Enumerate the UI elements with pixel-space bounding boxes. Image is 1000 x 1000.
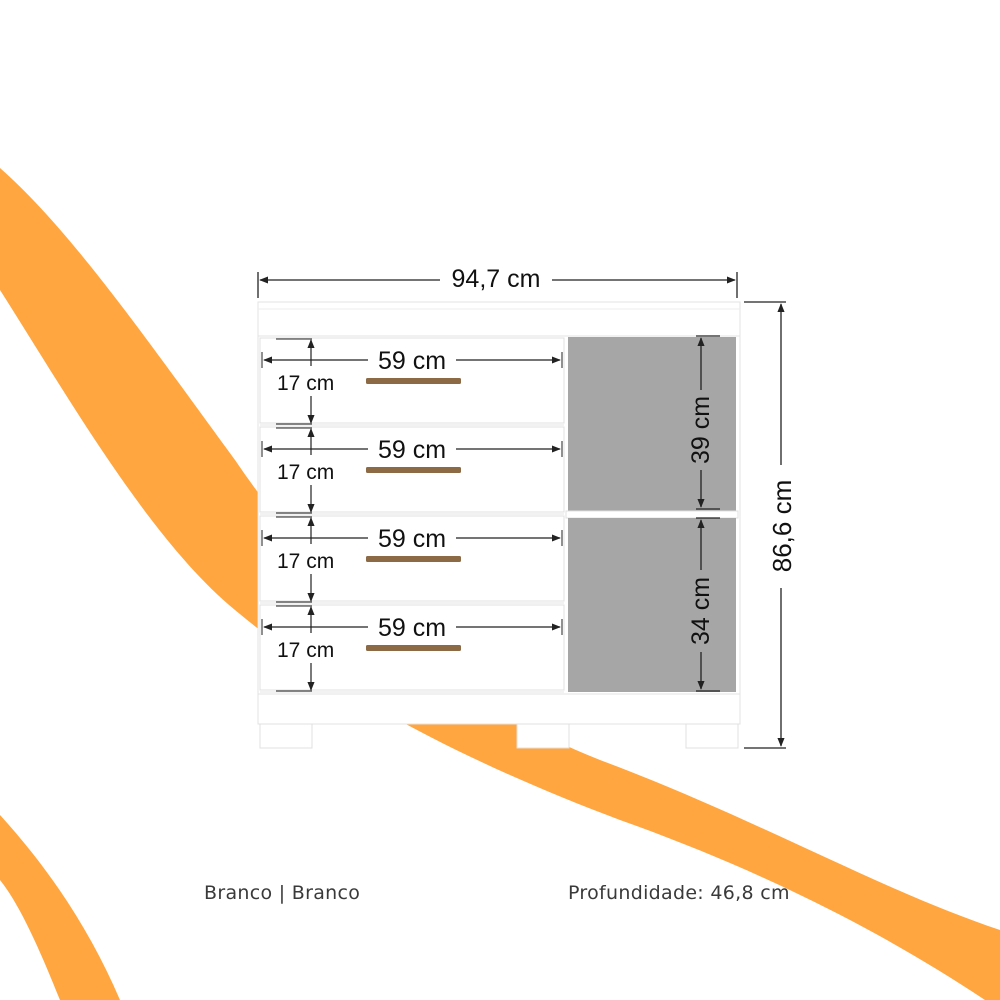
width-label: 94,7 cm [452, 265, 541, 293]
drawer-width-label: 59 cm [378, 614, 446, 642]
background-swoosh [0, 168, 1000, 1000]
drawer-stack: 59 cm 17 cm 59 cm 17 cm 59 cm 17 cm 59 cm 17 cm [259, 337, 565, 693]
cabinet-base [257, 693, 741, 725]
foot-left [259, 723, 313, 749]
drawer: 59 cm 17 cm [259, 515, 565, 604]
drawer-handle[interactable] [366, 645, 461, 651]
drawer-height-label: 17 cm [277, 372, 334, 395]
drawer-handle[interactable] [366, 467, 461, 473]
drawer-height-label: 17 cm [277, 639, 334, 662]
niche-lower [568, 518, 736, 692]
color-caption: Branco | Branco [204, 882, 361, 904]
drawer-handle[interactable] [366, 378, 461, 384]
height-label: 86,6 cm [767, 480, 797, 573]
foot-center [516, 723, 570, 749]
depth-caption: Profundidade: 46,8 cm [568, 882, 790, 904]
drawer-width-label: 59 cm [378, 525, 446, 553]
cabinet-top [257, 301, 741, 337]
niche-upper-label: 39 cm [687, 396, 715, 464]
orange-swoosh-upper [0, 168, 1000, 1000]
drawer-height-label: 17 cm [277, 461, 334, 484]
niche-upper [568, 337, 736, 511]
niche-lower-label: 34 cm [687, 577, 715, 645]
drawer: 59 cm 17 cm [259, 426, 565, 515]
dimension-lines [257, 272, 786, 749]
drawer-height-label: 17 cm [277, 550, 334, 573]
drawer: 59 cm 17 cm [259, 337, 565, 426]
drawer-width-label: 59 cm [378, 436, 446, 464]
niche-shelf [565, 510, 739, 519]
orange-swoosh-lower [0, 815, 120, 1000]
foot-right [685, 723, 739, 749]
drawer: 59 cm 17 cm [259, 604, 565, 693]
drawer-width-label: 59 cm [378, 347, 446, 375]
drawer-handle[interactable] [366, 556, 461, 562]
